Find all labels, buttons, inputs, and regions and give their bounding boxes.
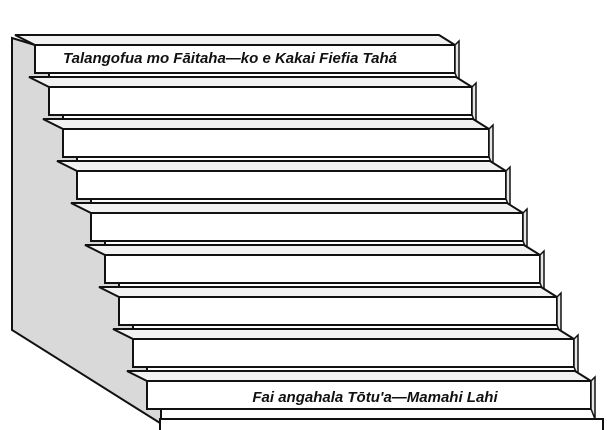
stair-base: [160, 419, 603, 430]
stair-step: [113, 329, 578, 377]
stair-tread: [43, 119, 489, 129]
stair-tread: [71, 203, 523, 213]
stair-riser: [49, 87, 472, 115]
stair-riser: [133, 339, 574, 367]
stair-riser: [119, 297, 557, 325]
stair-tread: [127, 371, 591, 381]
bottom-step-label: Fai angahala Tōtu'a—Mamahi Lahi: [252, 389, 498, 406]
stair-tread: [15, 35, 455, 45]
stair-step: [57, 161, 510, 209]
stair-step: [71, 203, 527, 251]
stair-tread: [85, 245, 540, 255]
stair-step: [99, 287, 561, 335]
stair-tread: [57, 161, 506, 171]
stair-step: [43, 119, 493, 167]
top-step-label: Talangofua mo Fāitaha—ko e Kakai Fiefia …: [63, 50, 397, 67]
stair-end-cap: [591, 377, 595, 419]
stair-tread: [29, 77, 472, 87]
stair-tread: [113, 329, 574, 339]
stair-riser: [91, 213, 523, 241]
stair-step: [29, 77, 476, 125]
stair-riser: [105, 255, 540, 283]
stair-riser: [63, 129, 489, 157]
stair-tread: [99, 287, 557, 297]
stair-riser: [77, 171, 506, 199]
stair-step: [85, 245, 544, 293]
